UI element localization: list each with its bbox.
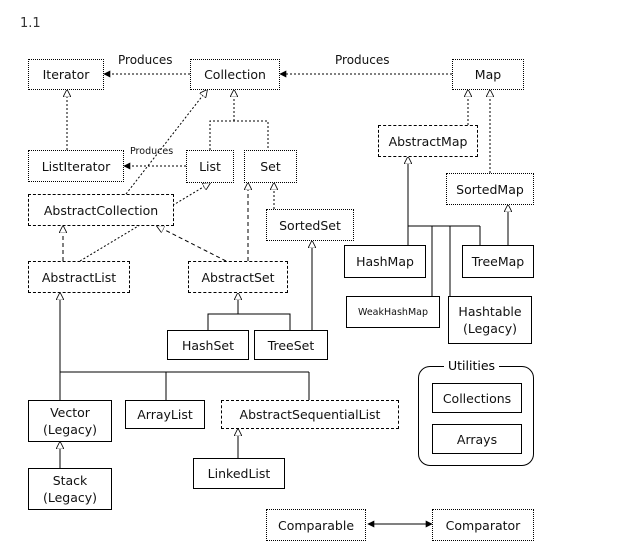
produces-label-iterator: Produces [118, 53, 173, 67]
edge-abstractcollection-collection [125, 90, 207, 195]
node-list-iterator: ListIterator [28, 150, 124, 182]
figure-number: 1.1 [20, 16, 41, 31]
node-comparable: Comparable [266, 509, 366, 541]
node-hashtable: Hashtable (Legacy) [448, 296, 532, 344]
node-collections: Collections [432, 383, 522, 413]
node-abstract-set: AbstractSet [188, 261, 288, 293]
node-iterator: Iterator [28, 59, 104, 90]
node-tree-set: TreeSet [254, 330, 328, 360]
edge-hashset-treeset-abstractset [207, 313, 291, 330]
node-abstract-list: AbstractList [28, 261, 130, 293]
node-linked-list: LinkedList [193, 458, 285, 489]
node-sorted-set: SortedSet [266, 209, 354, 241]
node-set: Set [244, 150, 297, 183]
node-abstract-sequential-list: AbstractSequentialList [221, 400, 399, 429]
node-hash-map: HashMap [344, 245, 426, 278]
node-map: Map [452, 59, 524, 90]
node-arrays: Arrays [432, 424, 522, 454]
produces-label-collection: Produces [335, 53, 390, 67]
edge-abstractlist-list [79, 183, 210, 262]
node-tree-map: TreeMap [462, 245, 534, 278]
node-comparator: Comparator [432, 509, 534, 541]
node-vector: Vector (Legacy) [28, 400, 112, 442]
node-collection: Collection [190, 59, 280, 90]
node-array-list: ArrayList [125, 400, 205, 429]
node-weak-hash-map: WeakHashMap [346, 296, 440, 328]
node-abstract-collection: AbstractCollection [28, 194, 174, 226]
edge-list-set-collection [209, 120, 269, 150]
node-stack: Stack (Legacy) [28, 468, 112, 510]
node-abstract-map: AbstractMap [378, 125, 478, 157]
node-list: List [186, 150, 234, 183]
utilities-title: Utilities [444, 358, 500, 373]
edge-abstractset-abstractcollection [157, 226, 227, 262]
node-hash-set: HashSet [167, 330, 249, 360]
node-sorted-map: SortedMap [446, 173, 534, 205]
produces-label-listiterator: Produces [130, 146, 174, 157]
